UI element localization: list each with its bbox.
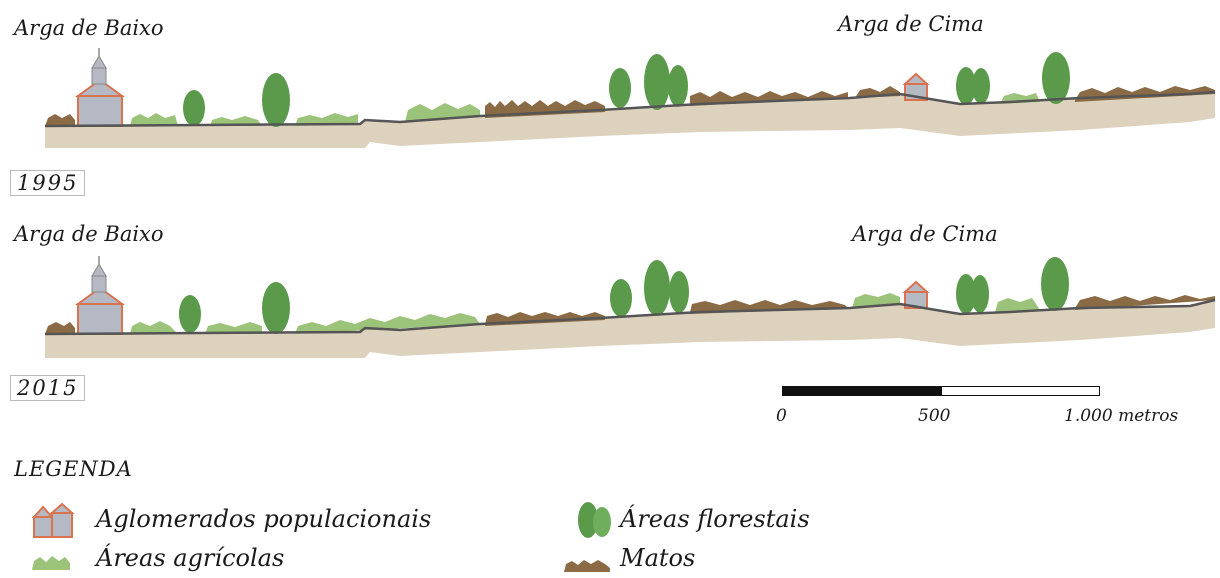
scale-tick-0: 0 <box>776 406 787 426</box>
shrubs-icon <box>562 556 612 574</box>
crops-icon <box>30 552 72 572</box>
scale-tick-500: 500 <box>918 406 950 426</box>
scale-bar <box>782 386 1100 396</box>
year-label-2015: 2015 <box>10 375 85 401</box>
profile-2015 <box>0 250 1220 370</box>
scale-bar-white-segment <box>941 386 1100 396</box>
profile-2015-right-label: Arga de Cima <box>852 222 998 246</box>
legend-label-agricolas: Áreas agrícolas <box>96 544 284 572</box>
trees-icon <box>574 498 614 540</box>
profile-2015-left-label: Arga de Baixo <box>14 222 164 246</box>
profile-1995-right-label: Arga de Cima <box>838 12 984 36</box>
houses-icon <box>30 503 76 539</box>
scale-tick-1000: 1.000 metros <box>1064 406 1178 426</box>
year-label-1995: 1995 <box>10 170 85 196</box>
legend-title: LEGENDA <box>14 457 133 481</box>
legend-label-aglomerados: Aglomerados populacionais <box>96 505 431 533</box>
scale-bar-black-segment <box>782 386 943 396</box>
legend-label-florestais: Áreas florestais <box>620 505 810 533</box>
profile-1995 <box>0 40 1220 160</box>
profile-1995-left-label: Arga de Baixo <box>14 16 164 40</box>
legend-label-matos: Matos <box>620 544 695 572</box>
